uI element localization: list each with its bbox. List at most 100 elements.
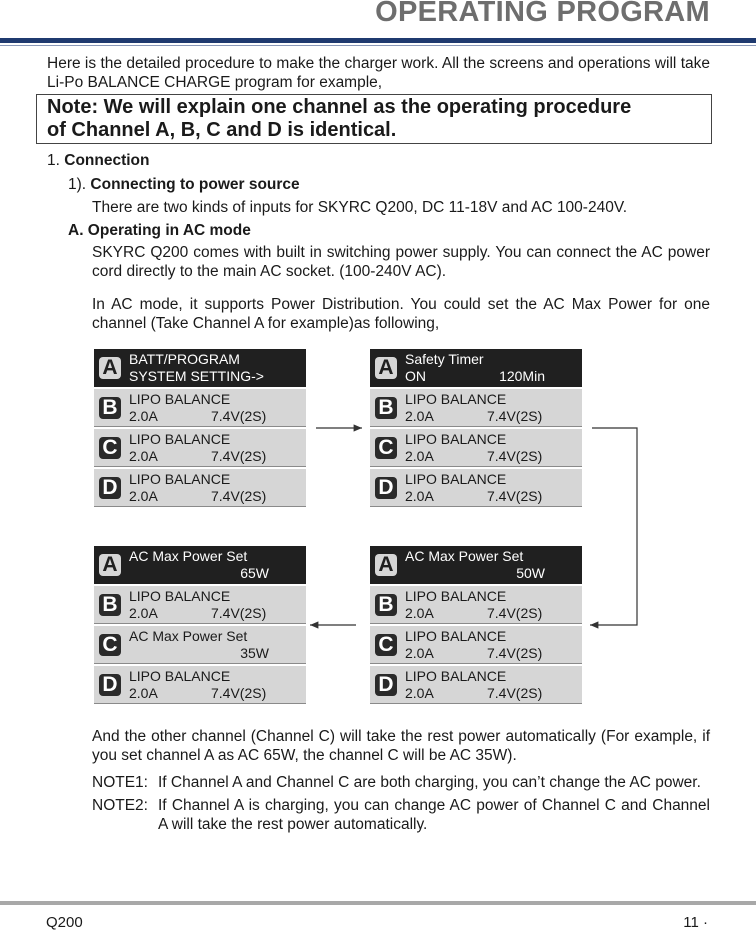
- ac-max-power-label: AC Max Power Set: [129, 548, 248, 564]
- footer-model: Q200: [46, 914, 83, 931]
- section-title: Connection: [64, 152, 150, 169]
- page-number: 11 ·: [683, 914, 708, 931]
- channel-b-program: LIPO BALANCE: [405, 588, 507, 604]
- channel-c-ac-power-value: 35W: [240, 645, 269, 661]
- channel-a-line2: SYSTEM SETTING->: [129, 368, 264, 384]
- channel-b-row: B LIPO BALANCE 2.0A 7.4V(2S): [94, 389, 306, 427]
- channel-b-row: B LIPO BALANCE 2.0A 7.4V(2S): [370, 586, 582, 624]
- channel-b-voltage: 7.4V(2S): [487, 408, 543, 424]
- lcd-screen-1: A BATT/PROGRAM SYSTEM SETTING-> B LIPO B…: [94, 349, 306, 509]
- channel-b-program: LIPO BALANCE: [405, 391, 507, 407]
- note1-label: NOTE1:: [92, 774, 148, 791]
- channel-b-current: 2.0A: [129, 408, 158, 424]
- channel-c-current: 2.0A: [405, 448, 434, 464]
- channel-a-line1: BATT/PROGRAM: [129, 351, 240, 367]
- channel-d-voltage: 7.4V(2S): [487, 488, 543, 504]
- channel-d-row: D LIPO BALANCE 2.0A 7.4V(2S): [370, 666, 582, 704]
- note-line-1: Note: We will explain one channel as the…: [47, 96, 632, 118]
- channel-b-voltage: 7.4V(2S): [211, 408, 267, 424]
- channel-b-program: LIPO BALANCE: [129, 588, 231, 604]
- channel-d-current: 2.0A: [405, 488, 434, 504]
- channel-d-program: LIPO BALANCE: [405, 668, 507, 684]
- channel-d-row: D LIPO BALANCE 2.0A 7.4V(2S): [94, 469, 306, 507]
- note1-text: If Channel A and Channel C are both char…: [158, 774, 701, 791]
- channel-c-current: 2.0A: [405, 645, 434, 661]
- channel-b-current: 2.0A: [405, 408, 434, 424]
- safety-timer-value: 120Min: [499, 368, 545, 384]
- note2-text: If Channel A is charging, you can change…: [158, 797, 710, 833]
- channel-a-row: A AC Max Power Set 65W: [94, 546, 306, 584]
- channel-c-voltage: 7.4V(2S): [487, 645, 543, 661]
- channel-d-row: D LIPO BALANCE 2.0A 7.4V(2S): [370, 469, 582, 507]
- channel-badge-b: B: [375, 397, 397, 419]
- channel-b-voltage: 7.4V(2S): [487, 605, 543, 621]
- channel-a-row: A BATT/PROGRAM SYSTEM SETTING->: [94, 349, 306, 387]
- channel-d-current: 2.0A: [405, 685, 434, 701]
- channel-c-row: C LIPO BALANCE 2.0A 7.4V(2S): [94, 429, 306, 467]
- note-box: Note: We will explain one channel as the…: [36, 94, 712, 144]
- channel-badge-d: D: [99, 674, 121, 696]
- footer-rule: [0, 901, 756, 905]
- subsection-number: 1).: [68, 176, 87, 193]
- channel-badge-b: B: [99, 594, 121, 616]
- channel-c-row: C LIPO BALANCE 2.0A 7.4V(2S): [370, 626, 582, 664]
- channel-d-voltage: 7.4V(2S): [487, 685, 543, 701]
- channel-badge-c: C: [375, 634, 397, 656]
- ac-mode-heading: A. Operating in AC mode: [68, 222, 251, 239]
- arrow-down-return-icon: [590, 427, 638, 629]
- channel-b-row: B LIPO BALANCE 2.0A 7.4V(2S): [94, 586, 306, 624]
- channel-b-program: LIPO BALANCE: [129, 391, 231, 407]
- subsection-heading: 1). Connecting to power source: [68, 175, 300, 194]
- subsection-title: Connecting to power source: [90, 176, 300, 193]
- channel-d-row: D LIPO BALANCE 2.0A 7.4V(2S): [94, 666, 306, 704]
- channel-badge-a: A: [99, 357, 121, 379]
- lcd-screen-4: A AC Max Power Set 65W B LIPO BALANCE 2.…: [94, 546, 306, 706]
- safety-timer-status: ON: [405, 368, 426, 384]
- channel-c-voltage: 7.4V(2S): [211, 448, 267, 464]
- channel-c-program: LIPO BALANCE: [405, 628, 507, 644]
- header-rule: [0, 38, 756, 43]
- after-paragraph: And the other channel (Channel C) will t…: [92, 728, 710, 764]
- ac-max-power-value: 65W: [240, 565, 269, 581]
- note2-label: NOTE2:: [92, 797, 148, 814]
- ac-paragraph-1: SKYRC Q200 comes with built in switching…: [92, 244, 710, 280]
- inputs-text: There are two kinds of inputs for SKYRC …: [92, 199, 628, 216]
- channel-b-current: 2.0A: [405, 605, 434, 621]
- channel-badge-d: D: [375, 674, 397, 696]
- page-header-title: OPERATING PROGRAM: [375, 0, 710, 28]
- header-rule-thin: [0, 45, 756, 46]
- channel-c-ac-power-label: AC Max Power Set: [129, 628, 248, 644]
- channel-badge-a: A: [99, 554, 121, 576]
- channel-b-row: B LIPO BALANCE 2.0A 7.4V(2S): [370, 389, 582, 427]
- channel-d-program: LIPO BALANCE: [405, 471, 507, 487]
- channel-d-voltage: 7.4V(2S): [211, 685, 267, 701]
- channel-c-voltage: 7.4V(2S): [487, 448, 543, 464]
- channel-d-program: LIPO BALANCE: [129, 471, 231, 487]
- channel-c-current: 2.0A: [129, 448, 158, 464]
- channel-d-current: 2.0A: [129, 685, 158, 701]
- channel-badge-b: B: [99, 397, 121, 419]
- safety-timer-label: Safety Timer: [405, 351, 484, 367]
- channel-c-program: LIPO BALANCE: [405, 431, 507, 447]
- channel-badge-c: C: [99, 634, 121, 656]
- channel-b-voltage: 7.4V(2S): [211, 605, 267, 621]
- channel-badge-d: D: [375, 477, 397, 499]
- channel-badge-c: C: [99, 437, 121, 459]
- channel-d-current: 2.0A: [129, 488, 158, 504]
- channel-badge-a: A: [375, 554, 397, 576]
- intro-paragraph: Here is the detailed procedure to make t…: [47, 55, 710, 91]
- channel-a-row: A AC Max Power Set 50W: [370, 546, 582, 584]
- channel-badge-b: B: [375, 594, 397, 616]
- note-line-2: of Channel A, B, C and D is identical.: [47, 119, 397, 141]
- ac-paragraph-2: In AC mode, it supports Power Distributi…: [92, 296, 710, 332]
- channel-badge-d: D: [99, 477, 121, 499]
- channel-a-row: A Safety Timer ON 120Min: [370, 349, 582, 387]
- channel-badge-a: A: [375, 357, 397, 379]
- channel-c-row: C AC Max Power Set 35W: [94, 626, 306, 664]
- channel-d-voltage: 7.4V(2S): [211, 488, 267, 504]
- ac-max-power-label: AC Max Power Set: [405, 548, 524, 564]
- channel-d-program: LIPO BALANCE: [129, 668, 231, 684]
- channel-c-row: C LIPO BALANCE 2.0A 7.4V(2S): [370, 429, 582, 467]
- channel-c-program: LIPO BALANCE: [129, 431, 231, 447]
